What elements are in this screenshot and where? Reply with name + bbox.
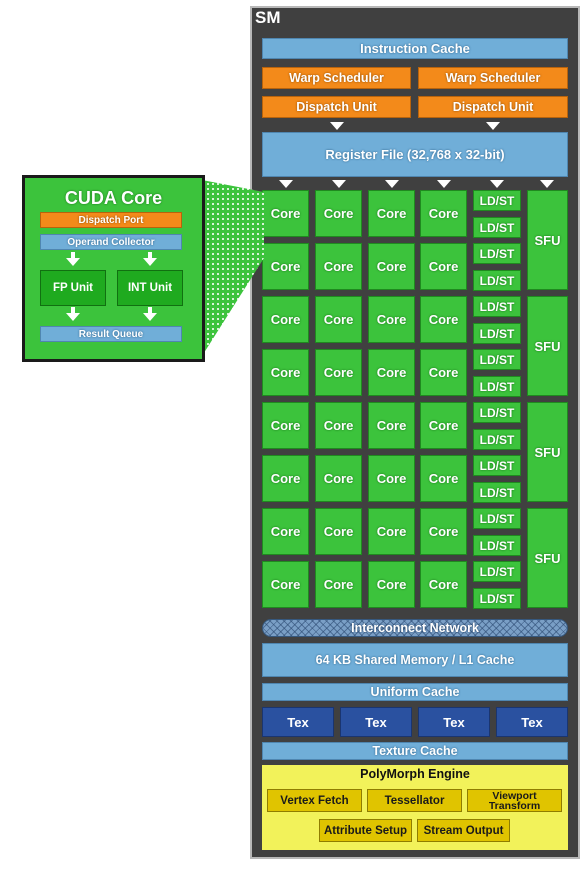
core: Core (368, 243, 415, 290)
attribute-setup: Attribute Setup (319, 819, 412, 842)
sfu-unit: SFU (527, 296, 568, 396)
core: Core (368, 349, 415, 396)
core: Core (420, 190, 467, 237)
uniform-cache: Uniform Cache (262, 683, 568, 701)
sfu-unit: SFU (527, 402, 568, 502)
down-arrow-icon (143, 313, 157, 321)
fp-unit: FP Unit (40, 270, 106, 306)
down-arrow-icon (385, 180, 399, 188)
core: Core (262, 455, 309, 502)
core: Core (262, 296, 309, 343)
stream-output: Stream Output (417, 819, 510, 842)
ld-st-unit: LD/ST (473, 561, 521, 582)
dispatch-port: Dispatch Port (40, 212, 182, 228)
int-unit: INT Unit (117, 270, 183, 306)
tex-unit-3: Tex (418, 707, 490, 737)
ld-st-unit: LD/ST (473, 296, 521, 317)
shared-memory-l1-cache: 64 KB Shared Memory / L1 Cache (262, 643, 568, 677)
core: Core (315, 561, 362, 608)
ld-st-unit: LD/ST (473, 217, 521, 238)
core: Core (420, 455, 467, 502)
ld-st-unit: LD/ST (473, 270, 521, 291)
tex-unit-4: Tex (496, 707, 568, 737)
core: Core (262, 243, 309, 290)
arrow-stem (71, 307, 75, 313)
down-arrow-icon (332, 180, 346, 188)
core: Core (315, 243, 362, 290)
ld-st-unit: LD/ST (473, 243, 521, 264)
core: Core (262, 508, 309, 555)
down-arrow-icon (66, 313, 80, 321)
register-file: Register File (32,768 x 32-bit) (262, 132, 568, 177)
ld-st-unit: LD/ST (473, 482, 521, 503)
interconnect-network: Interconnect Network (262, 619, 568, 637)
sm-title: SM (255, 8, 281, 27)
down-arrow-icon (437, 180, 451, 188)
zoom-connector (202, 180, 264, 356)
texture-cache: Texture Cache (262, 742, 568, 760)
ld-st-unit: LD/ST (473, 455, 521, 476)
down-arrow-icon (279, 180, 293, 188)
down-arrow-icon (490, 180, 504, 188)
dispatch-unit-2: Dispatch Unit (418, 96, 568, 118)
viewport-transform: Viewport Transform (467, 789, 562, 812)
core: Core (315, 455, 362, 502)
sfu-unit: SFU (527, 508, 568, 608)
core: Core (262, 561, 309, 608)
cuda-core-title: CUDA Core (64, 187, 163, 208)
core: Core (315, 508, 362, 555)
core: Core (315, 402, 362, 449)
arrow-stem (71, 252, 75, 258)
down-arrow-icon (66, 258, 80, 266)
core: Core (420, 243, 467, 290)
polymorph-engine-title: PolyMorph Engine (360, 767, 470, 781)
warp-scheduler-2: Warp Scheduler (418, 67, 568, 89)
core: Core (368, 508, 415, 555)
ld-st-unit: LD/ST (473, 376, 521, 397)
ld-st-unit: LD/ST (473, 190, 521, 211)
core: Core (315, 349, 362, 396)
ld-st-unit: LD/ST (473, 535, 521, 556)
sfu-unit: SFU (527, 190, 568, 290)
tex-unit-1: Tex (262, 707, 334, 737)
core: Core (420, 561, 467, 608)
core: Core (368, 455, 415, 502)
arrow-stem (148, 307, 152, 313)
down-arrow-icon (330, 122, 344, 130)
ld-st-unit: LD/ST (473, 402, 521, 423)
core: Core (420, 349, 467, 396)
tessellator: Tessellator (367, 789, 462, 812)
arrow-stem (148, 252, 152, 258)
result-queue: Result Queue (40, 326, 182, 342)
core: Core (262, 190, 309, 237)
ld-st-unit: LD/ST (473, 349, 521, 370)
core: Core (315, 296, 362, 343)
core: Core (368, 402, 415, 449)
ld-st-unit: LD/ST (473, 508, 521, 529)
core: Core (262, 349, 309, 396)
core: Core (420, 296, 467, 343)
core: Core (420, 402, 467, 449)
core: Core (368, 190, 415, 237)
ld-st-unit: LD/ST (473, 323, 521, 344)
core: Core (368, 296, 415, 343)
core: Core (262, 402, 309, 449)
down-arrow-icon (143, 258, 157, 266)
core: Core (368, 561, 415, 608)
down-arrow-icon (486, 122, 500, 130)
core: Core (315, 190, 362, 237)
dispatch-unit-1: Dispatch Unit (262, 96, 411, 118)
vertex-fetch: Vertex Fetch (267, 789, 362, 812)
operand-collector: Operand Collector (40, 234, 182, 250)
ld-st-unit: LD/ST (473, 429, 521, 450)
warp-scheduler-1: Warp Scheduler (262, 67, 411, 89)
down-arrow-icon (540, 180, 554, 188)
core: Core (420, 508, 467, 555)
ld-st-unit: LD/ST (473, 588, 521, 609)
instruction-cache: Instruction Cache (262, 38, 568, 59)
tex-unit-2: Tex (340, 707, 412, 737)
